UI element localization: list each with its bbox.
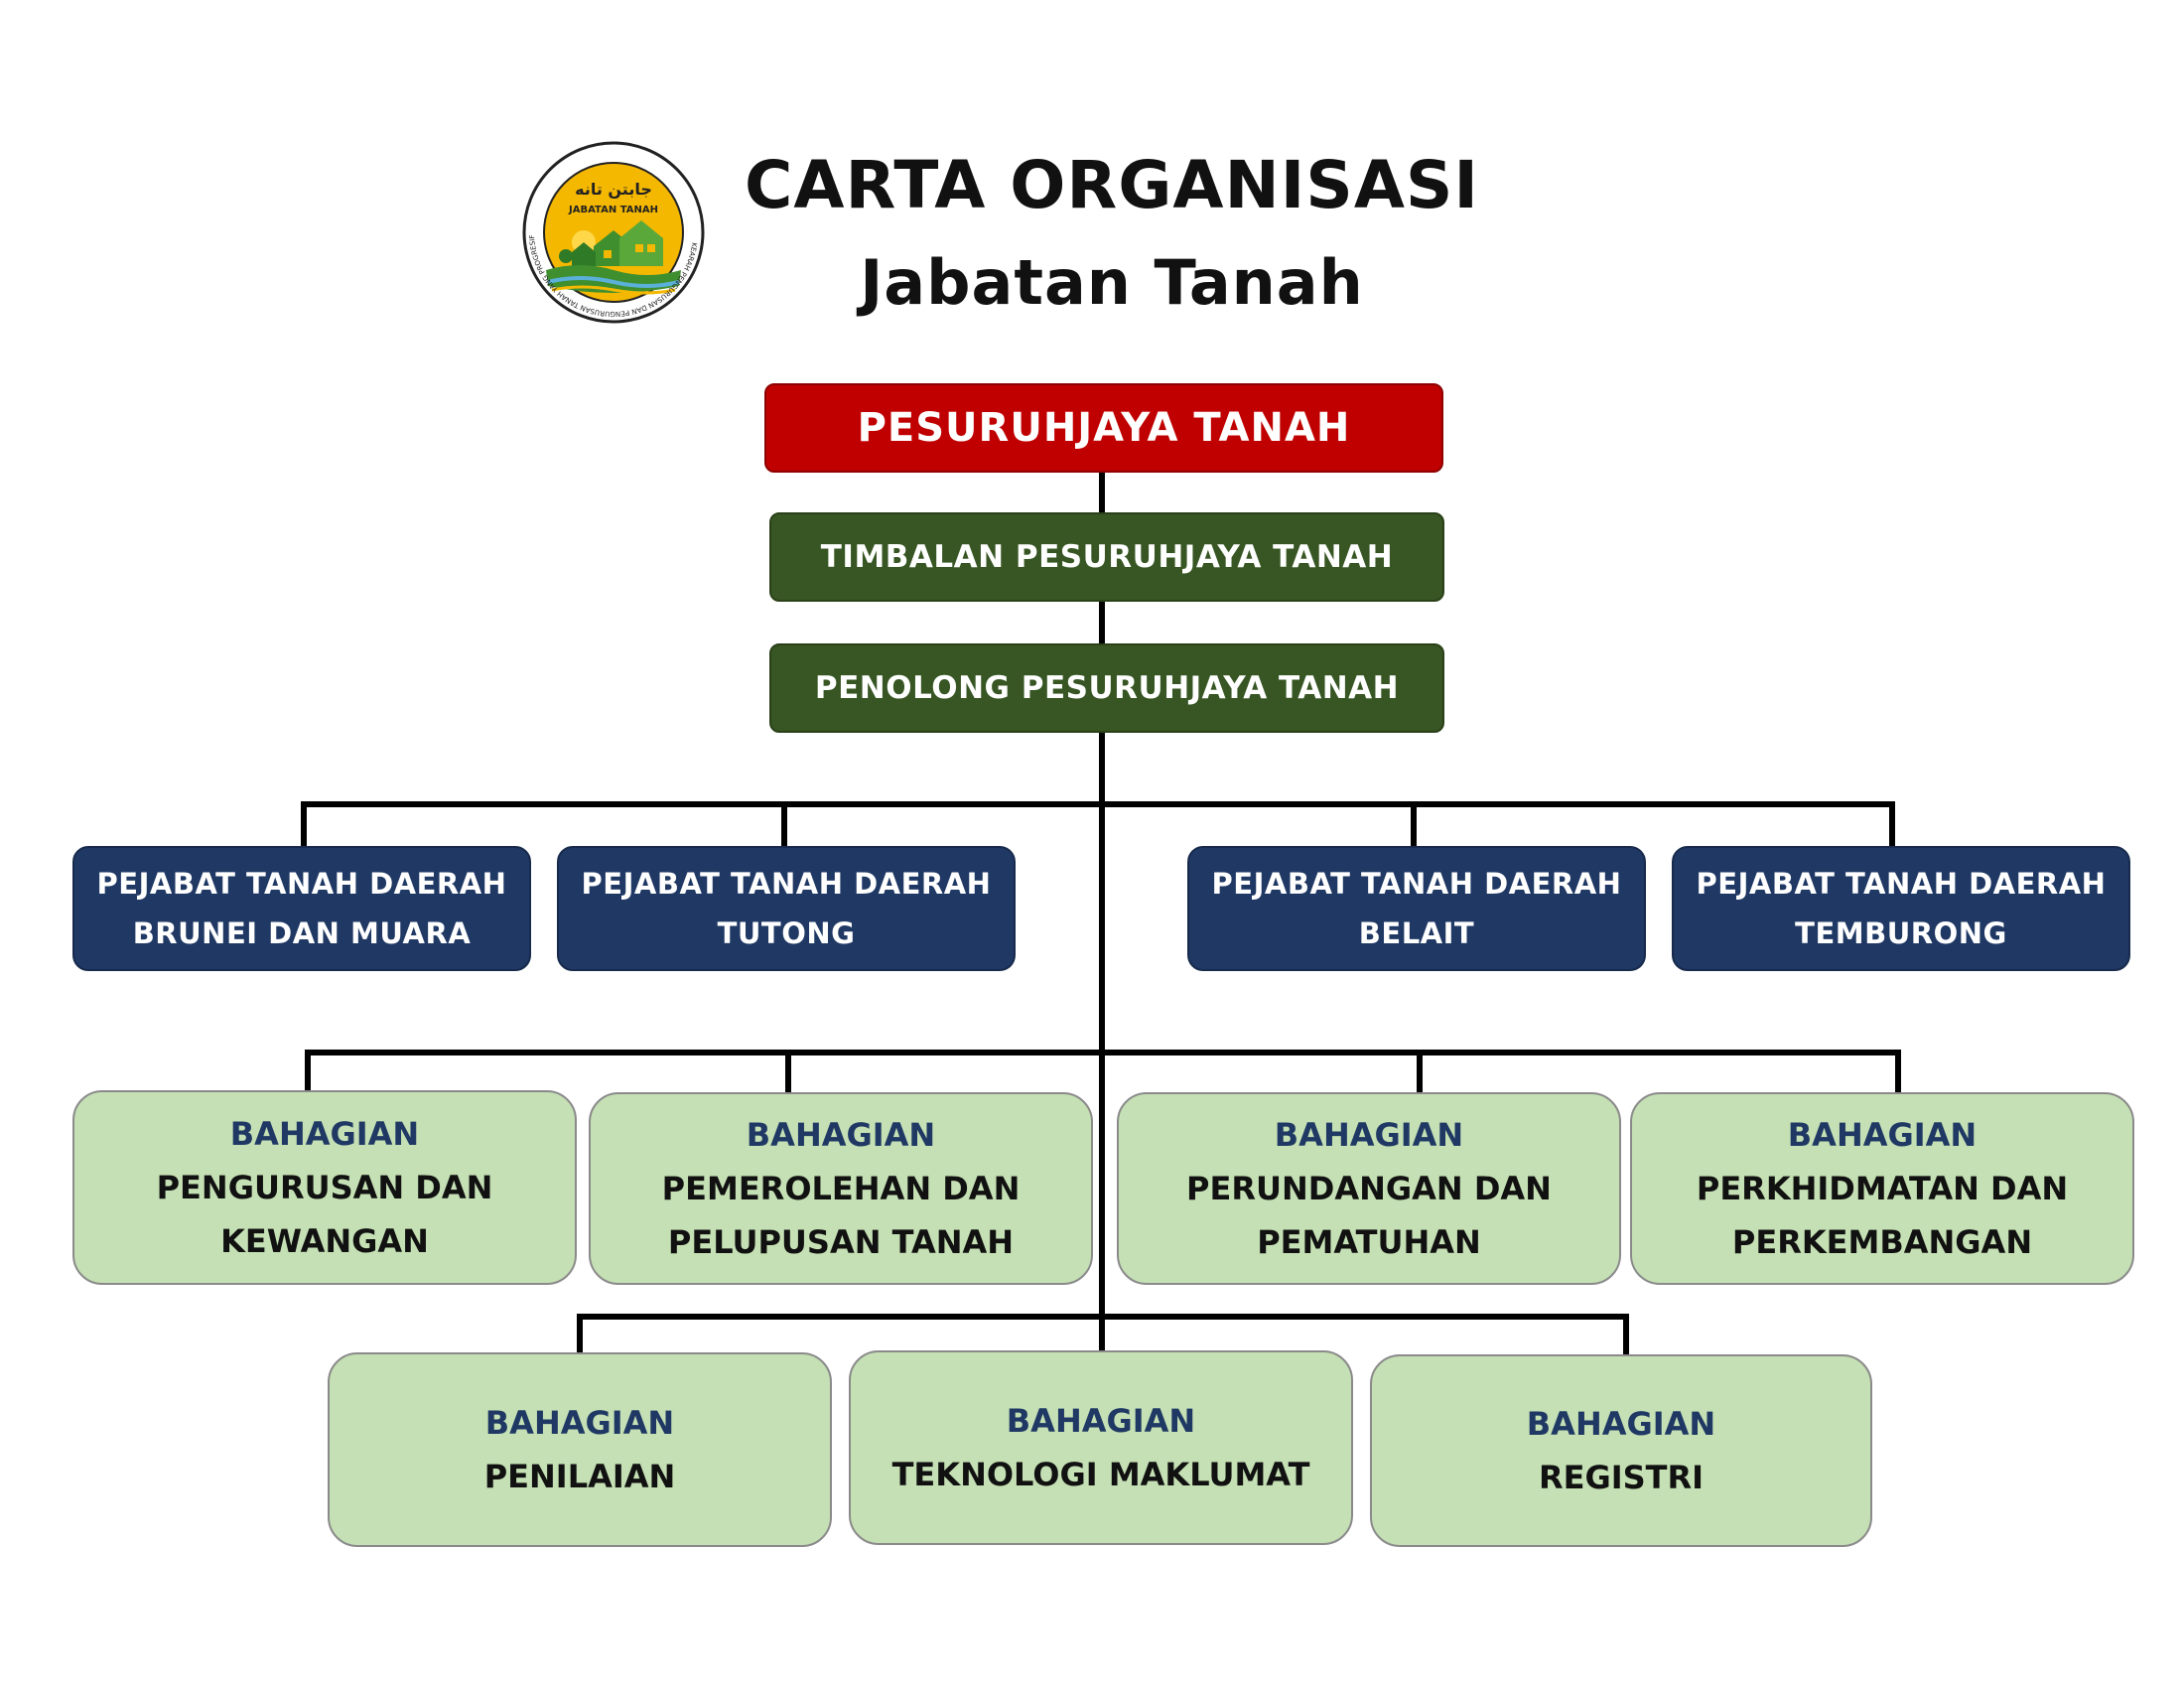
page-subtitle: Jabatan Tanah bbox=[860, 246, 1364, 319]
division-kicker: BAHAGIAN bbox=[1274, 1116, 1464, 1154]
division-name-line1: REGISTRI bbox=[1538, 1459, 1705, 1496]
district-office-belait: PEJABAT TANAH DAERAH BELAIT bbox=[1187, 846, 1646, 971]
division-name-line2: PEMATUHAN bbox=[1257, 1223, 1481, 1261]
division-name-line1: PERUNDANGAN DAN bbox=[1186, 1170, 1552, 1207]
logo-jawi-title: جابتن تانه bbox=[575, 180, 652, 199]
deputy-commissioner-label: TIMBALAN PESURUHJAYA TANAH bbox=[820, 539, 1394, 575]
division-name-line2: PERKEMBANGAN bbox=[1731, 1223, 2033, 1261]
district-office-line2: BRUNEI DAN MUARA bbox=[132, 916, 472, 950]
district-office-line2: TEMBURONG bbox=[1795, 916, 2007, 950]
division-kicker: BAHAGIAN bbox=[484, 1404, 675, 1442]
division-kicker: BAHAGIAN bbox=[1526, 1405, 1716, 1443]
district-office-line2: BELAIT bbox=[1358, 916, 1475, 950]
division-perkhidmatan-perkembangan: BAHAGIAN PERKHIDMATAN DAN PERKEMBANGAN bbox=[1630, 1092, 2134, 1285]
deputy-commissioner-box: TIMBALAN PESURUHJAYA TANAH bbox=[769, 512, 1444, 602]
district-office-line2: TUTONG bbox=[717, 916, 856, 950]
division-name-line1: TEKNOLOGI MAKLUMAT bbox=[891, 1456, 1310, 1493]
district-office-brunei-muara: PEJABAT TANAH DAERAH BRUNEI DAN MUARA bbox=[72, 846, 531, 971]
division-kicker: BAHAGIAN bbox=[1787, 1116, 1978, 1154]
division-perundangan-pematuhan: BAHAGIAN PERUNDANGAN DAN PEMATUHAN bbox=[1117, 1092, 1621, 1285]
division-name-line1: PEMEROLEHAN DAN bbox=[661, 1170, 1021, 1207]
page-title: CARTA ORGANISASI bbox=[744, 147, 1479, 223]
division-kicker: BAHAGIAN bbox=[1006, 1402, 1196, 1440]
logo-name: JABATAN TANAH bbox=[568, 205, 658, 215]
assistant-commissioner-label: PENOLONG PESURUHJAYA TANAH bbox=[814, 670, 1400, 706]
jabatan-tanah-logo: جابتن تانه JABATAN TANAH KEARAH PENGURUS… bbox=[522, 141, 705, 324]
district-office-line1: PEJABAT TANAH DAERAH bbox=[96, 867, 507, 901]
division-registri: BAHAGIAN REGISTRI bbox=[1370, 1354, 1872, 1547]
district-office-line1: PEJABAT TANAH DAERAH bbox=[581, 867, 992, 901]
district-office-line1: PEJABAT TANAH DAERAH bbox=[1211, 867, 1622, 901]
division-pengurusan-kewangan: BAHAGIAN PENGURUSAN DAN KEWANGAN bbox=[72, 1090, 577, 1285]
division-pemerolehan-pelupusan: BAHAGIAN PEMEROLEHAN DAN PELUPUSAN TANAH bbox=[589, 1092, 1093, 1285]
division-name-line1: PENILAIAN bbox=[483, 1458, 676, 1495]
division-kicker: BAHAGIAN bbox=[746, 1116, 936, 1154]
division-name-line1: PENGURUSAN DAN bbox=[156, 1169, 493, 1206]
division-name-line2: KEWANGAN bbox=[220, 1222, 429, 1260]
division-name-line1: PERKHIDMATAN DAN bbox=[1696, 1170, 2069, 1207]
district-office-tutong: PEJABAT TANAH DAERAH TUTONG bbox=[557, 846, 1016, 971]
division-teknologi-maklumat: BAHAGIAN TEKNOLOGI MAKLUMAT bbox=[849, 1350, 1353, 1545]
district-office-line1: PEJABAT TANAH DAERAH bbox=[1696, 867, 2107, 901]
commissioner-box: PESURUHJAYA TANAH bbox=[764, 383, 1443, 473]
division-penilaian: BAHAGIAN PENILAIAN bbox=[328, 1352, 832, 1547]
district-office-temburong: PEJABAT TANAH DAERAH TEMBURONG bbox=[1672, 846, 2130, 971]
division-kicker: BAHAGIAN bbox=[229, 1115, 420, 1153]
division-name-line2: PELUPUSAN TANAH bbox=[667, 1223, 1015, 1261]
assistant-commissioner-box: PENOLONG PESURUHJAYA TANAH bbox=[769, 643, 1444, 733]
commissioner-label: PESURUHJAYA TANAH bbox=[857, 405, 1351, 451]
